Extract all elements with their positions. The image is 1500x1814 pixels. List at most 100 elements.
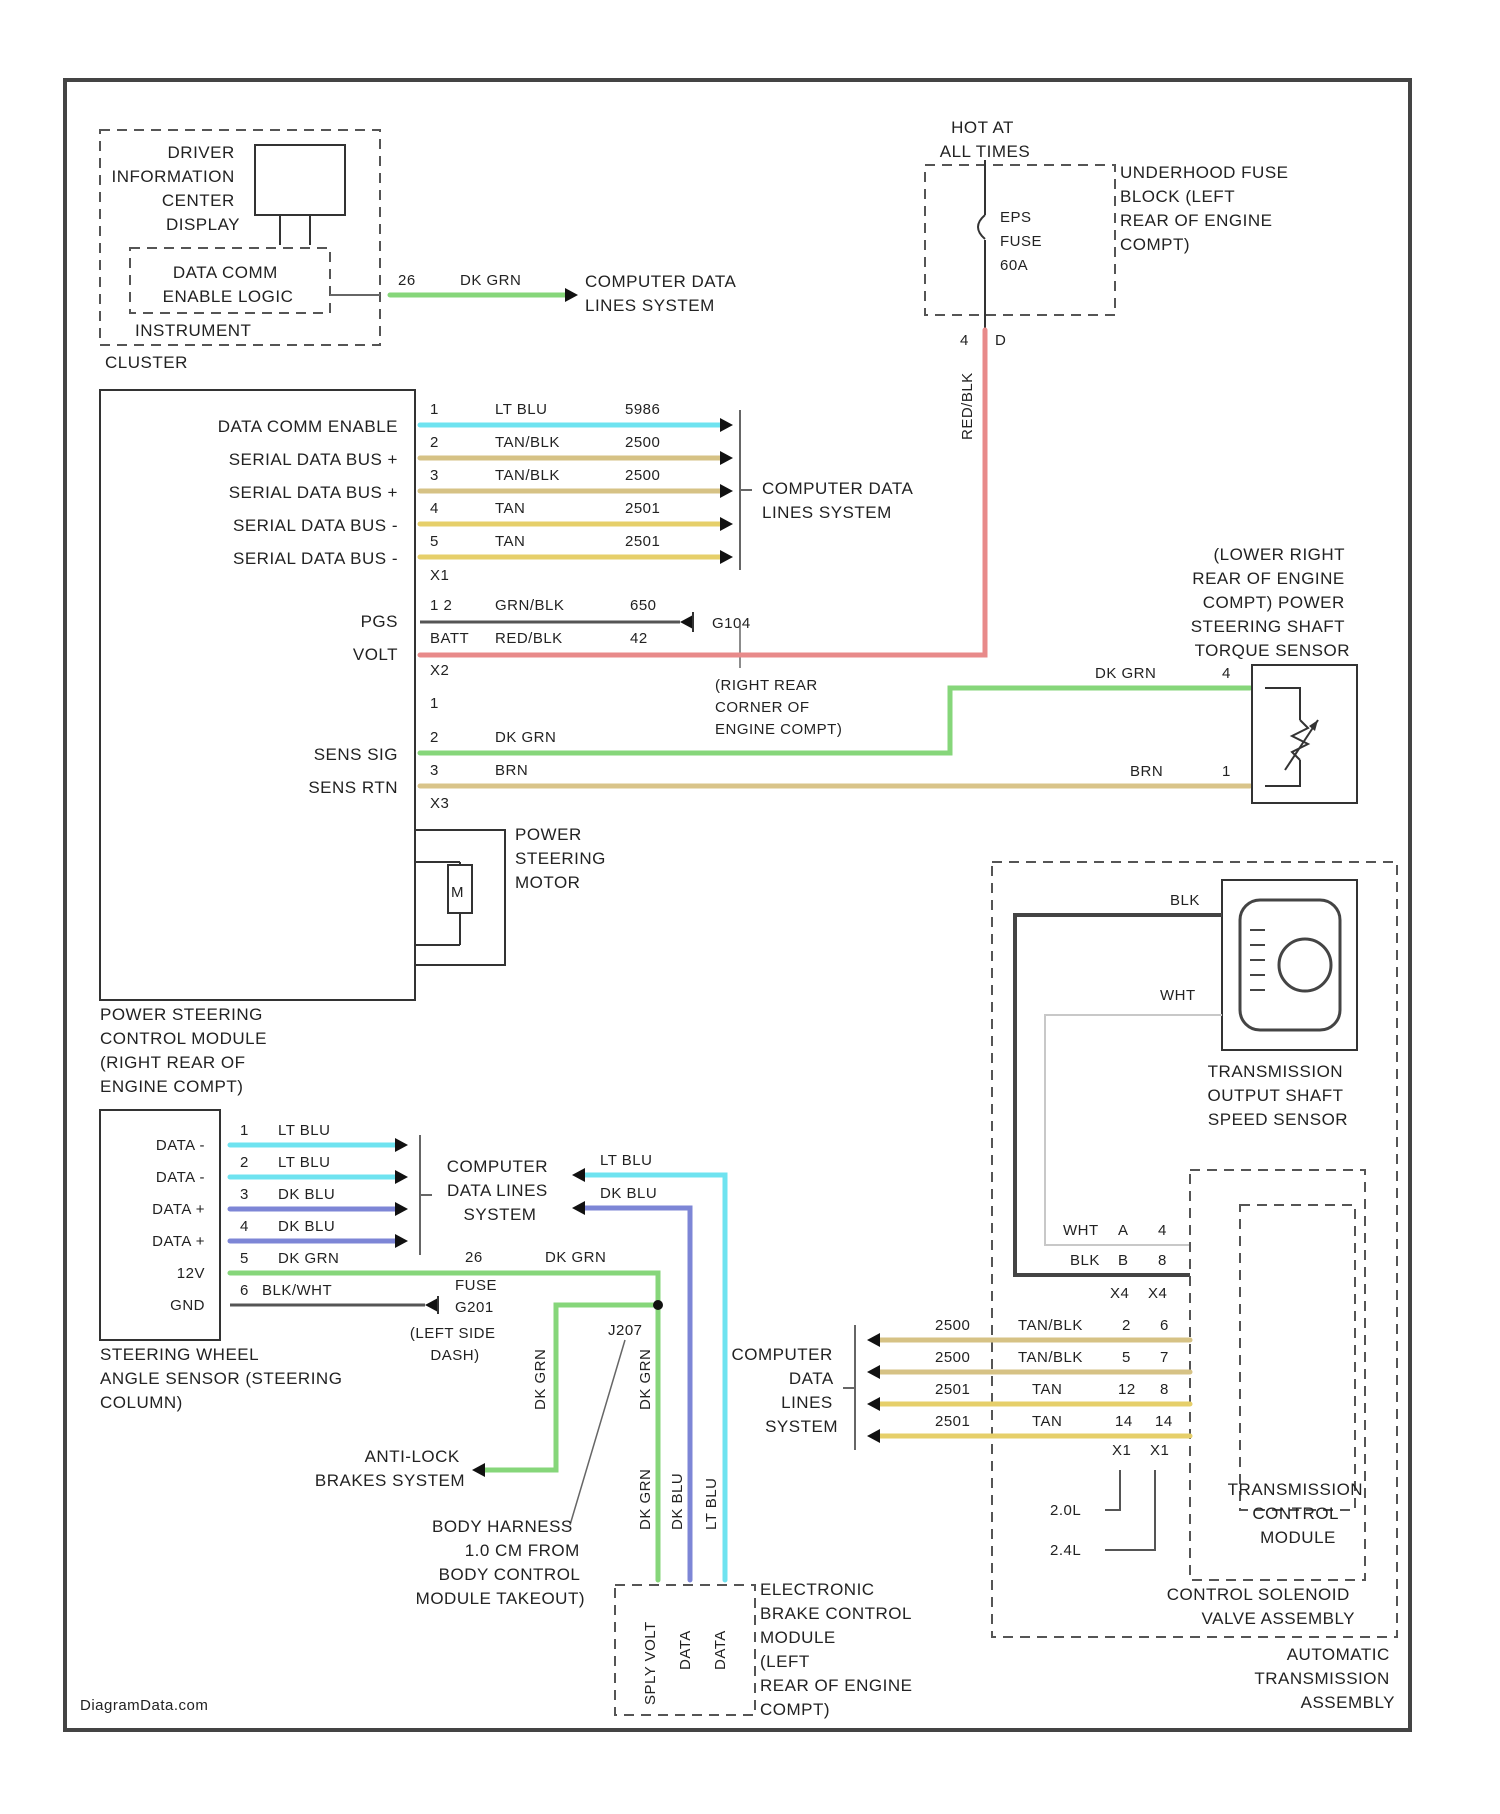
ebcm-ltblu-label: LT BLU: [600, 1152, 652, 1169]
swas-row: DATA - 1 LT BLU: [156, 1122, 408, 1154]
tcm-pin: 12: [1118, 1381, 1136, 1398]
pscm-wire-color: TAN/BLK: [495, 467, 560, 484]
tcm-wire-color: TAN: [1032, 1413, 1062, 1430]
tcm-box: [1240, 1205, 1355, 1510]
pscm-pin-number: 2: [430, 434, 439, 451]
control-solenoid-label: CONTROL SOLENOID VALVE ASSEMBLY: [1167, 1585, 1355, 1628]
dic-label: DRIVER INFORMATION CENTER DISPLAY: [112, 143, 240, 234]
motor-m-label: M: [451, 884, 464, 901]
tcm-pin: 2: [1122, 1317, 1131, 1334]
swas-pin-name: GND: [170, 1297, 205, 1314]
swas-fuse-label: FUSE: [455, 1277, 497, 1294]
swas-dest-label: COMPUTER DATA LINES SYSTEM: [447, 1157, 554, 1224]
tcm-row: 2501 TAN 14 14: [867, 1413, 1190, 1443]
swas-pin-name: DATA -: [156, 1169, 205, 1186]
tcm-pin: 14: [1155, 1413, 1173, 1430]
pscm-x1-row: SERIAL DATA BUS - 5 TAN 2501: [233, 533, 733, 568]
fuse-wire-label: RED/BLK: [959, 372, 976, 440]
pscm-pin-name: SERIAL DATA BUS +: [229, 450, 398, 469]
ebcm-vwire-label: DK BLU: [669, 1473, 686, 1530]
pscm-circuit-number: 2500: [625, 467, 660, 484]
abs-label: ANTI-LOCK BRAKES SYSTEM: [315, 1447, 465, 1490]
tcm-circuit: 2500: [935, 1349, 970, 1366]
swas-pin: 6: [240, 1282, 249, 1299]
pscm-circuit-number: 2501: [625, 500, 660, 517]
swas-pin: 2: [240, 1154, 249, 1171]
tcm-circuit: 2501: [935, 1413, 970, 1430]
pscm-sens-rtn-wire: BRN: [495, 762, 528, 779]
watermark: DiagramData.com: [80, 1697, 208, 1714]
steering-wheel-angle-sensor-group: DATA - 1 LT BLU DATA - 2 LT BLU DATA + 3…: [100, 1110, 725, 1580]
splice-j207-dot: [653, 1300, 663, 1310]
swas-wire-color: LT BLU: [278, 1154, 330, 1171]
tcm-row: 2500 TAN/BLK 5 7: [867, 1349, 1190, 1379]
pscm-pin-name: SERIAL DATA BUS -: [233, 516, 398, 535]
torque-wire-a: DK GRN: [1095, 665, 1156, 682]
swas-pin-name: DATA -: [156, 1137, 205, 1154]
swas-wire-color: LT BLU: [278, 1122, 330, 1139]
pscm-pin-number: 1: [430, 401, 439, 418]
engine-2-0l: 2.0L: [1050, 1502, 1081, 1519]
pscm-x1-row: DATA COMM ENABLE 1 LT BLU 5986: [218, 401, 733, 436]
engine-2-4l: 2.4L: [1050, 1542, 1081, 1559]
tcm-pin: 7: [1160, 1349, 1169, 1366]
automatic-transmission-label: AUTOMATIC TRANSMISSION ASSEMBLY: [1254, 1645, 1395, 1712]
pscm-pin-number: 3: [430, 467, 439, 484]
instrument-cluster-group: DRIVER INFORMATION CENTER DISPLAY DATA C…: [100, 130, 741, 372]
tcm-row: 2501 TAN 12 8: [867, 1381, 1190, 1411]
pscm-label: POWER STEERING CONTROL MODULE (RIGHT REA…: [100, 1005, 272, 1096]
swas-pin-name: DATA +: [152, 1233, 205, 1250]
torque-sensor-label: (LOWER RIGHT REAR OF ENGINE COMPT) POWER…: [1191, 545, 1350, 660]
tcm-x4-b: X4: [1148, 1285, 1167, 1302]
output-shaft-speed-sensor-box: [1222, 880, 1357, 1050]
dic-display-box: [255, 145, 345, 215]
pscm-pgs-wire: GRN/BLK: [495, 597, 564, 614]
swas-row: GND 6 BLK/WHT: [170, 1282, 438, 1314]
underhood-fuse-block-label: UNDERHOOD FUSE BLOCK (LEFT REAR OF ENGIN…: [1120, 163, 1294, 254]
wire-speed-sensor-blk: [1015, 915, 1222, 1275]
tcm-x4-a: X4: [1110, 1285, 1129, 1302]
pscm-x1-row: SERIAL DATA BUS - 4 TAN 2501: [233, 500, 733, 535]
pscm-volt-circuit: 42: [630, 630, 648, 647]
pscm-pin-number: 5: [430, 533, 439, 550]
fuse-pin-d: D: [995, 332, 1006, 349]
ebcm-dkblu-label: DK BLU: [600, 1185, 657, 1202]
tcm-wire-color: TAN/BLK: [1018, 1349, 1083, 1366]
speed-sensor-wht: WHT: [1160, 987, 1196, 1004]
wire-speed-sensor-wht: [1045, 1015, 1222, 1245]
tcm-top-wire: BLK: [1070, 1252, 1100, 1269]
pscm-x3-pin-3: 3: [430, 762, 439, 779]
swas-wire-color: DK GRN: [278, 1250, 339, 1267]
tcm-top-pin: A: [1118, 1222, 1129, 1239]
pscm-volt-pin: BATT: [430, 630, 469, 647]
pscm-sens-rtn-label: SENS RTN: [308, 778, 398, 797]
ebcm-pin-sply-volt: SPLY VOLT: [642, 1621, 659, 1705]
swas-wire-26: DK GRN: [545, 1249, 606, 1266]
data-comm-label: DATA COMM ENABLE LOGIC: [163, 263, 294, 306]
torque-pin-a: 4: [1222, 665, 1231, 682]
swas-wire-color: BLK/WHT: [262, 1282, 332, 1299]
tcm-top-pin: 8: [1158, 1252, 1167, 1269]
instrument-cluster-label: INSTRUMENT CLUSTER: [105, 321, 256, 372]
splice-j207: J207: [608, 1322, 643, 1339]
tcm-top-pin: 4: [1158, 1222, 1167, 1239]
tcm-pin: 8: [1160, 1381, 1169, 1398]
torque-sensor-box: [1252, 665, 1357, 803]
pscm-circuit-number: 2500: [625, 434, 660, 451]
hot-at-all-times-label: HOT AT ALL TIMES: [940, 118, 1030, 161]
pscm-ground-location: (RIGHT REAR CORNER OF ENGINE COMPT): [715, 677, 842, 738]
ipc-pin-26: 26: [398, 272, 416, 289]
swas-row: DATA + 3 DK BLU: [152, 1186, 408, 1218]
pscm-circuit-number: 5986: [625, 401, 660, 418]
pscm-pin-name: DATA COMM ENABLE: [218, 417, 398, 436]
swas-pin: 5: [240, 1250, 249, 1267]
tcm-x1-a: X1: [1112, 1442, 1131, 1459]
underhood-fuse-group: HOT AT ALL TIMES EPS FUSE 60A UNDERHOOD …: [925, 118, 1294, 440]
swas-label: STEERING WHEEL ANGLE SENSOR (STEERING CO…: [100, 1345, 348, 1412]
swas-ground-location: (LEFT SIDE DASH): [410, 1325, 500, 1364]
eps-fuse-label: EPS FUSE 60A: [1000, 209, 1047, 274]
pscm-pgs-circuit: 650: [630, 597, 657, 614]
swas-pin: 4: [240, 1218, 249, 1235]
ebcm-pin-data: DATA: [712, 1630, 729, 1670]
swas-pin: 3: [240, 1186, 249, 1203]
